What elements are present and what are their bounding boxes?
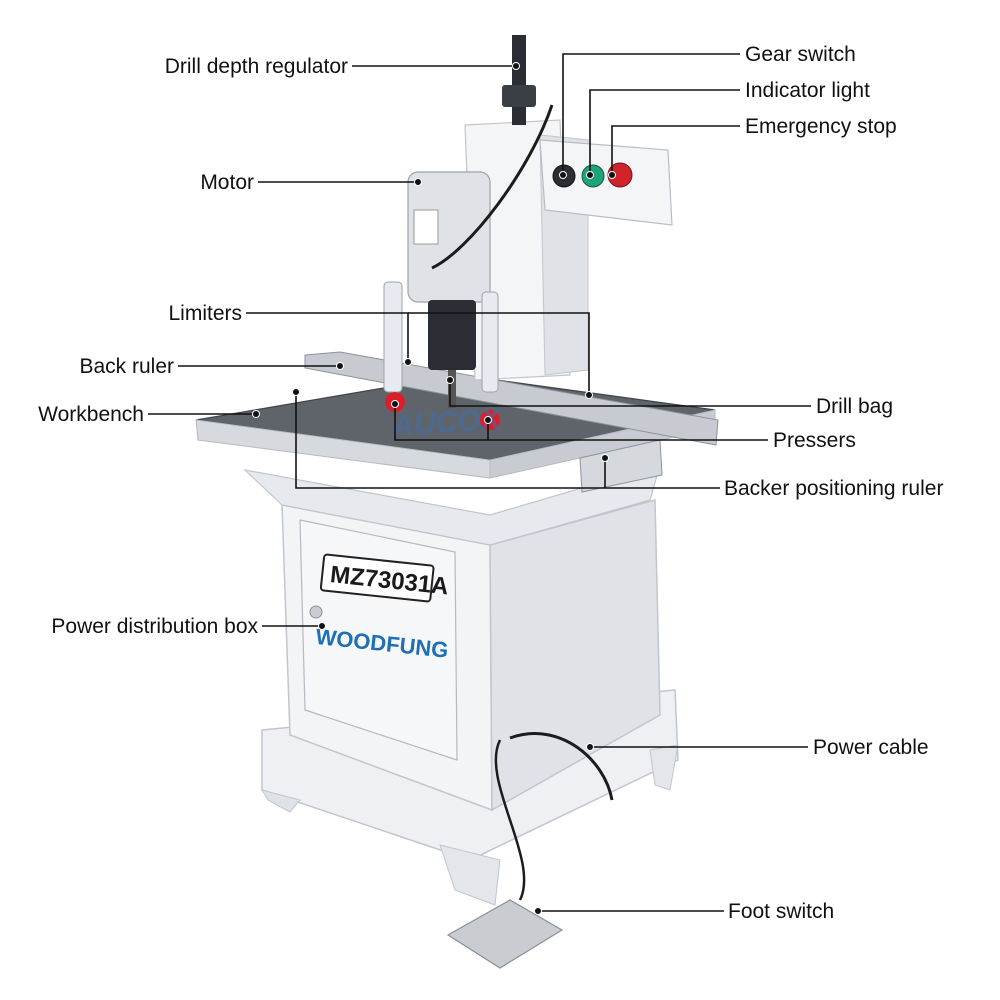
backer-positioning-ruler	[579, 439, 663, 493]
power-cable-line	[509, 732, 614, 801]
watermark-text: AUCOX	[390, 402, 503, 443]
leader-limiters-right	[408, 312, 590, 395]
anchor-drill-bag	[446, 376, 454, 384]
anchor-indicator-light	[586, 171, 594, 179]
machine-illustration: MZ73031A WOODFUNG	[195, 35, 719, 969]
door-lock	[309, 605, 323, 619]
leader-gear-switch	[562, 53, 740, 175]
anchor-power-distribution-box	[318, 622, 326, 630]
leader-drill-bag	[449, 380, 811, 407]
leader-indicator-light	[589, 89, 740, 175]
anchor-limiters-left	[404, 358, 412, 366]
anchor-motor	[414, 178, 422, 186]
anchor-gear-switch	[559, 171, 567, 179]
drill-depth-rod	[512, 35, 526, 125]
base-foot-right	[649, 744, 679, 791]
label-workbench: Workbench	[38, 403, 144, 426]
label-foot-switch: Foot switch	[728, 900, 834, 923]
control-panel	[539, 139, 673, 226]
base-foot-front	[439, 844, 501, 906]
anchor-pressers-right	[484, 416, 492, 424]
leader-emergency-stop	[611, 125, 740, 175]
label-motor: Motor	[200, 171, 254, 194]
label-drill-depth-regulator: Drill depth regulator	[165, 55, 348, 78]
anchor-backer-ruler-left	[292, 388, 300, 396]
drill-bit	[448, 370, 456, 408]
drill-depth-collar	[502, 85, 536, 107]
leader-backer-positioning-ruler	[295, 392, 720, 489]
label-emergency-stop: Emergency stop	[745, 115, 897, 138]
anchor-emergency-stop	[608, 171, 616, 179]
motor-label-plate	[413, 209, 439, 245]
leader-lines	[148, 53, 811, 915]
table-skirt	[243, 464, 661, 546]
callout-labels: Drill depth regulator Motor Limiters Bac…	[38, 43, 943, 923]
anchor-workbench	[252, 410, 260, 418]
leader-pressers	[394, 404, 768, 441]
label-limiters: Limiters	[168, 302, 242, 325]
label-pressers: Pressers	[773, 429, 856, 452]
label-power-distribution-box: Power distribution box	[51, 615, 258, 638]
model-plate	[319, 553, 435, 603]
label-back-ruler: Back ruler	[79, 355, 174, 378]
label-backer-positioning-ruler: Backer positioning ruler	[724, 477, 943, 500]
motor-cable	[431, 104, 554, 270]
anchor-limiters-right	[585, 391, 593, 399]
label-indicator-light: Indicator light	[745, 79, 870, 102]
anchor-pressers-left	[391, 400, 399, 408]
anchor-drill-depth-regulator	[512, 62, 520, 70]
anchor-foot-switch	[534, 907, 542, 915]
anchor-backer-ruler-right	[601, 454, 609, 462]
foot-switch-body	[446, 899, 564, 969]
presser-cylinder-left	[383, 281, 403, 393]
foot-switch-cable	[494, 739, 526, 901]
drill-head	[428, 300, 476, 370]
label-gear-switch: Gear switch	[745, 43, 856, 66]
base-foot-left	[260, 789, 301, 813]
label-drill-bag: Drill bag	[816, 395, 893, 418]
anchor-power-cable	[586, 743, 594, 751]
anchor-back-ruler	[336, 362, 344, 370]
label-power-cable: Power cable	[813, 736, 929, 759]
presser-cylinder-right	[481, 291, 499, 393]
